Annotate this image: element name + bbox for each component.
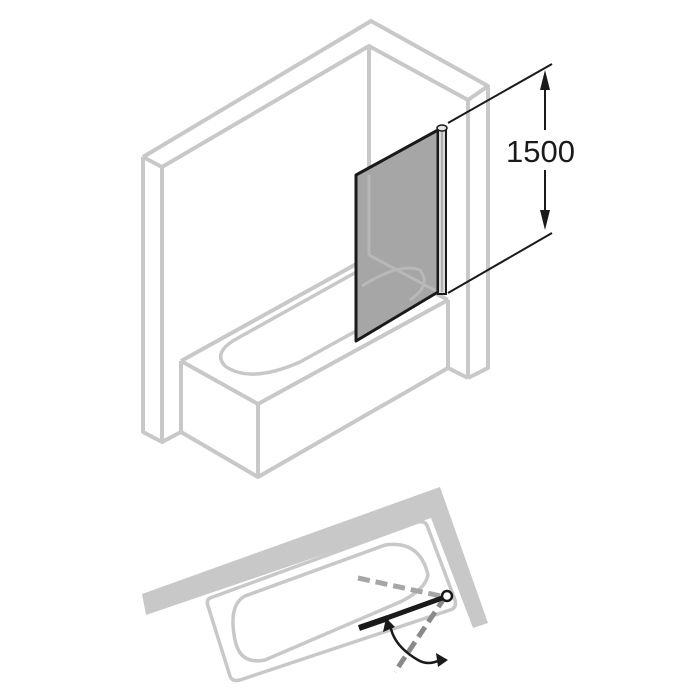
plan-tub [205, 519, 458, 683]
plan-panel-thick [358, 615, 389, 631]
arrow-up-icon [540, 70, 550, 90]
arrow-down-icon [540, 210, 550, 230]
plan-hinge-icon [440, 589, 454, 603]
dimension-label: 1500 [506, 134, 575, 169]
swing-position-open-inward [357, 575, 446, 600]
hinge-profile [436, 124, 448, 295]
isometric-view [141, 19, 490, 479]
swing-position-open-outward [392, 595, 448, 674]
plan-wall [142, 487, 488, 628]
plan-view [142, 487, 488, 683]
swing-arrow-icon [383, 618, 448, 667]
glass-panel [354, 124, 448, 343]
dimension-1500 [447, 63, 553, 294]
